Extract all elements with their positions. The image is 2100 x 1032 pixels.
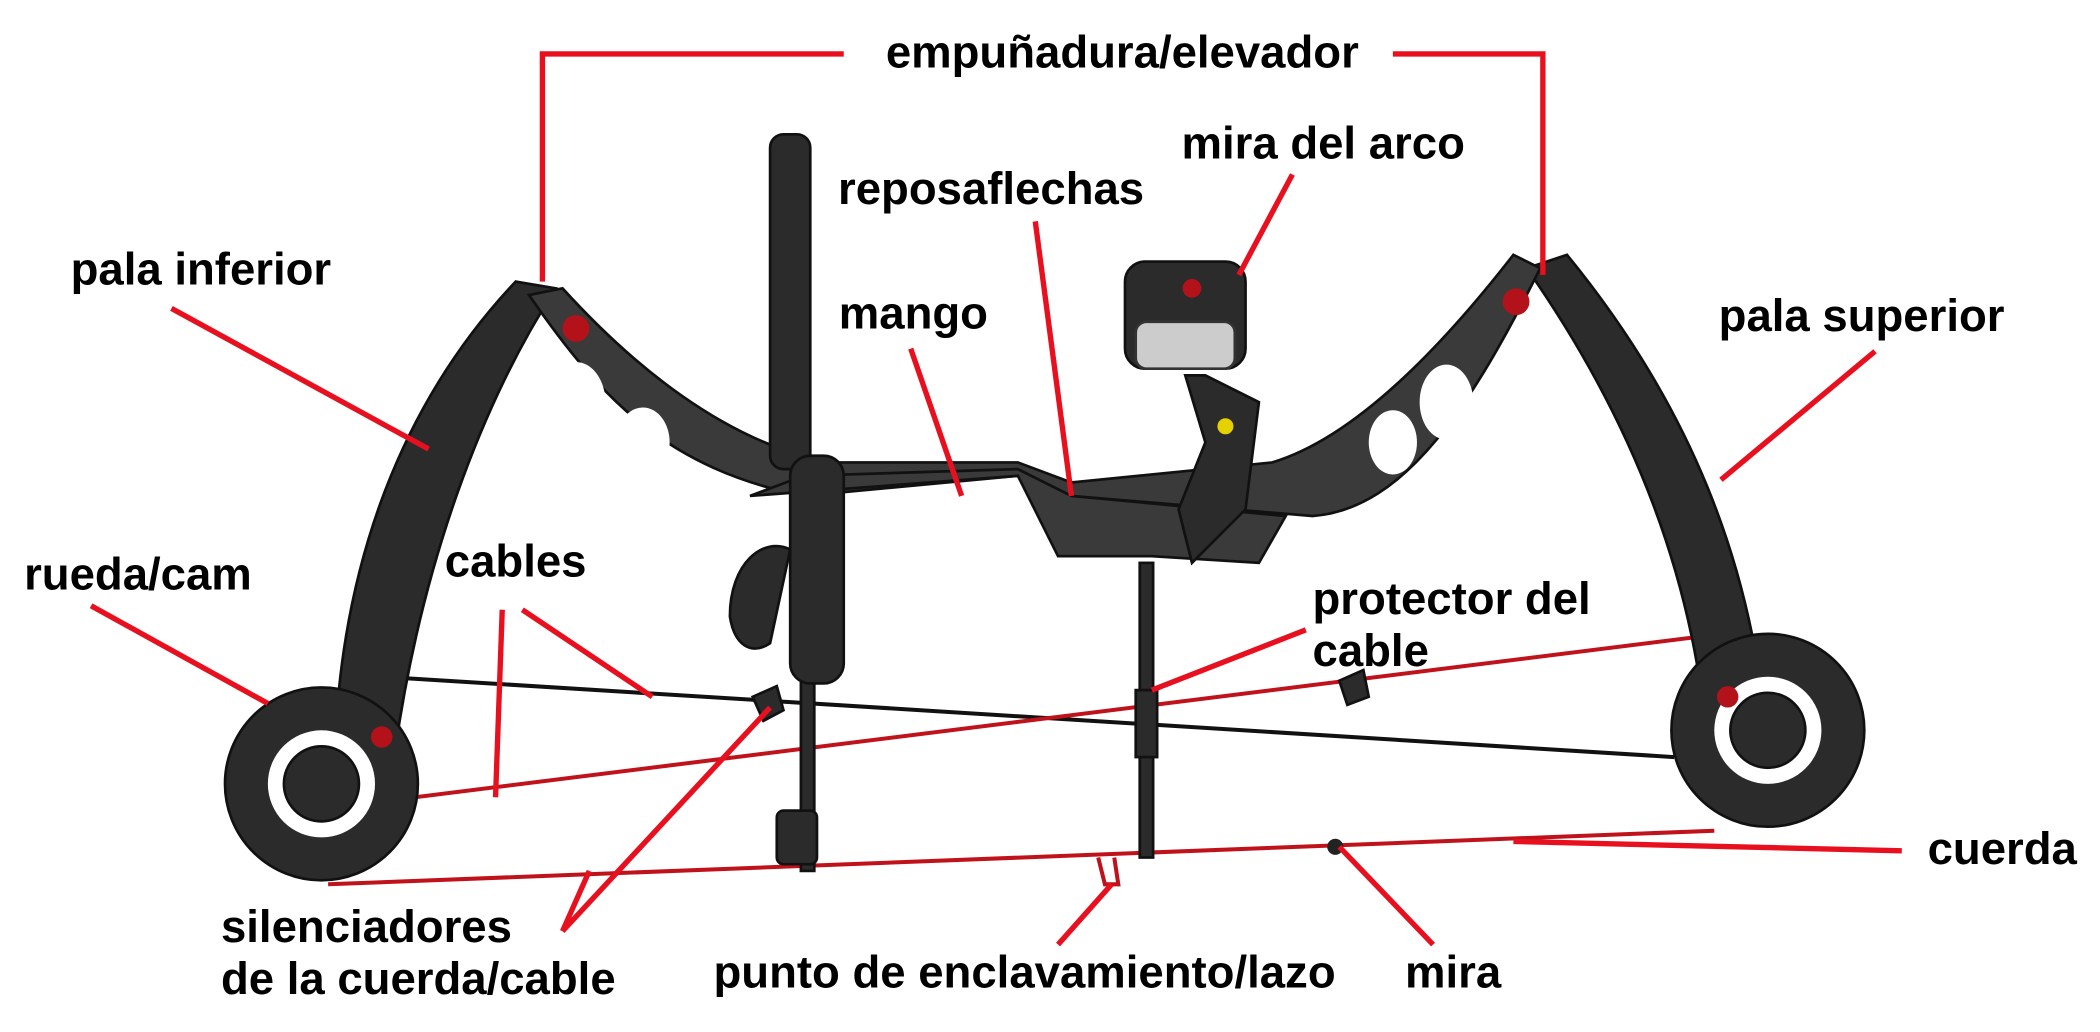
- leader-lower-limb: [170, 306, 430, 452]
- labels: empuñadura/elevador mira del arco reposa…: [24, 26, 2077, 1004]
- leader-silencers: [560, 705, 773, 934]
- bowstring: [328, 828, 1715, 887]
- leader-arrow-rest: [1032, 221, 1075, 497]
- label-cam: rueda/cam: [24, 549, 252, 600]
- cable-guard-slide: [1134, 688, 1159, 759]
- leader-string: [1513, 838, 1902, 854]
- leader-cam: [89, 603, 270, 706]
- cable-1: [381, 674, 1675, 760]
- leader-cables: [492, 607, 654, 798]
- cable-2: [361, 634, 1702, 806]
- limb-bolt: [562, 315, 590, 342]
- cable-silencer: [750, 684, 786, 723]
- label-cable-guard-line1: protector del: [1313, 573, 1591, 624]
- leader-cable-guard: [1150, 627, 1307, 693]
- riser-cutout: [1419, 364, 1474, 440]
- stabilizer: [768, 132, 812, 471]
- riser-body: [749, 467, 1288, 565]
- stabilizer-foot: [775, 809, 819, 866]
- riser-cutout: [616, 407, 670, 478]
- leader-bow-sight: [1236, 173, 1295, 277]
- limb-bolt: [1502, 288, 1530, 316]
- label-handle: mango: [839, 288, 988, 339]
- leader-grip-riser: [539, 51, 1546, 282]
- sight-ring: [1134, 320, 1237, 371]
- label-grip-riser: empuñadura/elevador: [886, 26, 1359, 77]
- bow-illustration: [223, 132, 1866, 887]
- upper-limb: [1524, 253, 1770, 752]
- leader-upper-limb: [1719, 349, 1877, 482]
- riser-cutout: [1368, 410, 1417, 475]
- sight-knob: [1217, 418, 1234, 435]
- label-peep-sight: mira: [1405, 946, 1502, 997]
- upper-cam: [1670, 632, 1866, 829]
- leader-peep-sight: [1337, 844, 1435, 947]
- lower-cam: [223, 686, 420, 882]
- cable-silencer: [1337, 668, 1371, 707]
- label-bow-sight: mira del arco: [1182, 117, 1465, 168]
- label-silencers-line1: silenciadores: [221, 901, 512, 952]
- label-string: cuerda: [1928, 823, 2078, 874]
- label-silencers-line2: de la cuerda/cable: [221, 953, 616, 1004]
- label-upper-limb: pala superior: [1719, 290, 2005, 341]
- riser-cutout: [546, 361, 606, 443]
- peep-sight: [1327, 838, 1344, 855]
- nock-loop: [1096, 857, 1121, 887]
- label-cables: cables: [445, 535, 587, 586]
- leader-lines: [89, 51, 1902, 947]
- stabilizer-arm: [788, 454, 846, 685]
- label-lower-limb: pala inferior: [71, 243, 332, 294]
- label-arrow-rest: reposaflechas: [838, 163, 1144, 214]
- leader-handle: [908, 347, 965, 497]
- sight-mount: [1177, 374, 1261, 566]
- leader-nock-point: [1056, 882, 1114, 947]
- label-cable-guard-line2: cable: [1313, 625, 1429, 676]
- sight-pin: [1182, 278, 1202, 298]
- label-nock-point: punto de enclavamiento/lazo: [713, 946, 1335, 997]
- grip: [728, 544, 792, 650]
